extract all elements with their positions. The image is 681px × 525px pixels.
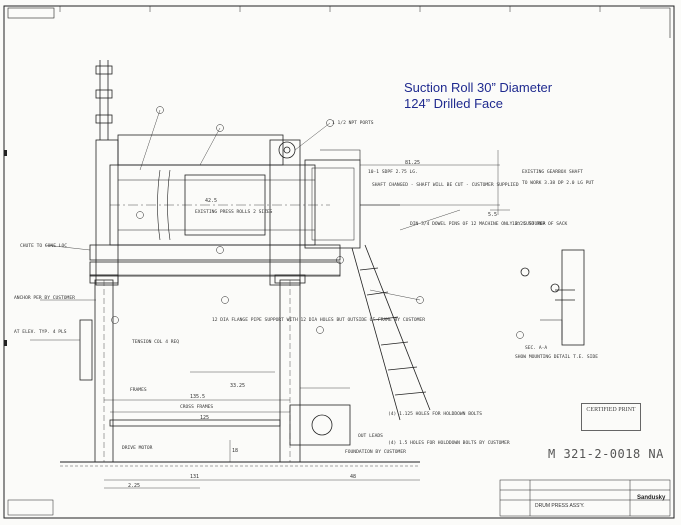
title-block	[7, 479, 671, 517]
note-npt-ports: 1 1/2 NPT PORTS	[332, 121, 374, 126]
note-leads: OUT LEADS	[358, 434, 383, 439]
dimension-135-5: 135.5	[190, 394, 206, 400]
note-dowel: DIN 3/4 DOWEL PINS OF 12 MACHINE ONLY BY…	[410, 222, 546, 227]
certified-print-stamp: CERTIFIED PRINT	[581, 403, 641, 431]
dimension-lines	[104, 371, 420, 489]
right-ref-lines	[360, 150, 510, 215]
section-detail	[520, 249, 585, 346]
note-press-rolls: EXISTING PRESS ROLLS 2 SIZES	[195, 210, 273, 215]
access-ladder	[351, 244, 431, 421]
note-chute: CHUTE TO CONE LOC	[20, 244, 68, 249]
note-gearbox-shaft: EXISTING GEARBOX SHAFT	[522, 170, 583, 175]
drive-shaft	[95, 60, 113, 140]
corner-mark	[640, 7, 671, 38]
company-logo: Sandusky	[637, 495, 666, 501]
note-bolts-customer: (4) 1.5 HOLES FOR HOLDDOWN BOLTS BY CUST…	[388, 441, 510, 446]
dimension-5-5: 5.5	[488, 212, 498, 218]
base-band	[89, 244, 341, 277]
margin-marks	[4, 150, 7, 346]
foundation	[60, 404, 420, 467]
leader-lines	[30, 109, 461, 341]
corner-box	[7, 7, 55, 19]
note-foundation: FOUNDATION BY CUSTOMER	[345, 450, 406, 455]
balloon-callouts	[111, 106, 524, 339]
dimension-81-25: 81.25	[405, 160, 421, 166]
note-sdpf: 10-1 SDPF 2.75 LG.	[368, 170, 418, 175]
note-bolts: (4) 1.125 HOLES FOR HOLDDOWN BOLTS	[388, 412, 483, 417]
zone-ticks	[59, 6, 601, 12]
dimension-33-25: 33.25	[230, 383, 246, 389]
dimension-125: 125	[200, 415, 210, 421]
note-cross-frames: CROSS FRAMES	[180, 405, 214, 410]
sheet-border	[3, 5, 675, 519]
note-pipe-support: 12 DIA FLANGE PIPE SUPPORT WITH 12 DIA H…	[212, 318, 425, 323]
note-shaft: TO WORK 3.38 DP 2.0 LG PUT	[522, 181, 594, 186]
title-block-title: DRUM PRESS ASS'Y.	[535, 503, 585, 509]
caption-roll-diameter: Suction Roll 30” Diameter	[404, 80, 553, 95]
note-section-sub: SHOW MOUNTING DETAIL T.E. SIDE	[515, 355, 598, 360]
stamp-label: CERTIFIED PRINT	[586, 407, 636, 413]
roll-frames	[95, 139, 301, 286]
dimension-18: 18	[232, 448, 239, 454]
note-centerline: 13.25 TO TOP OF SACK	[512, 222, 568, 227]
note-anchor: ANCHOR PER BY CUSTOMER	[14, 296, 75, 301]
dimension-131: 131	[190, 474, 200, 480]
left-column	[79, 274, 119, 463]
note-shaft-change: SHAFT CHANGED - SHAFT WILL BE CUT - CUST…	[372, 183, 519, 188]
dimension-2-25: 2.25	[128, 483, 141, 489]
note-section-aa: SEC. A-A	[525, 346, 548, 351]
note-at-elev: AT ELEV. TYP. 4 PLS	[14, 330, 67, 335]
caption-drilled-face: 124” Drilled Face	[404, 96, 503, 111]
gearbox-housing	[304, 149, 400, 249]
drawing-number: M 321-2-0018 NA	[548, 447, 664, 461]
note-drive: DRIVE MOTOR	[122, 446, 153, 451]
suction-roll	[109, 134, 330, 246]
dimension-48: 48	[350, 474, 357, 480]
dimension-42-5: 42.5	[205, 198, 218, 204]
note-frames: FRAMES	[130, 388, 147, 393]
note-tension: TENSION COL 4 REQ	[132, 340, 180, 345]
